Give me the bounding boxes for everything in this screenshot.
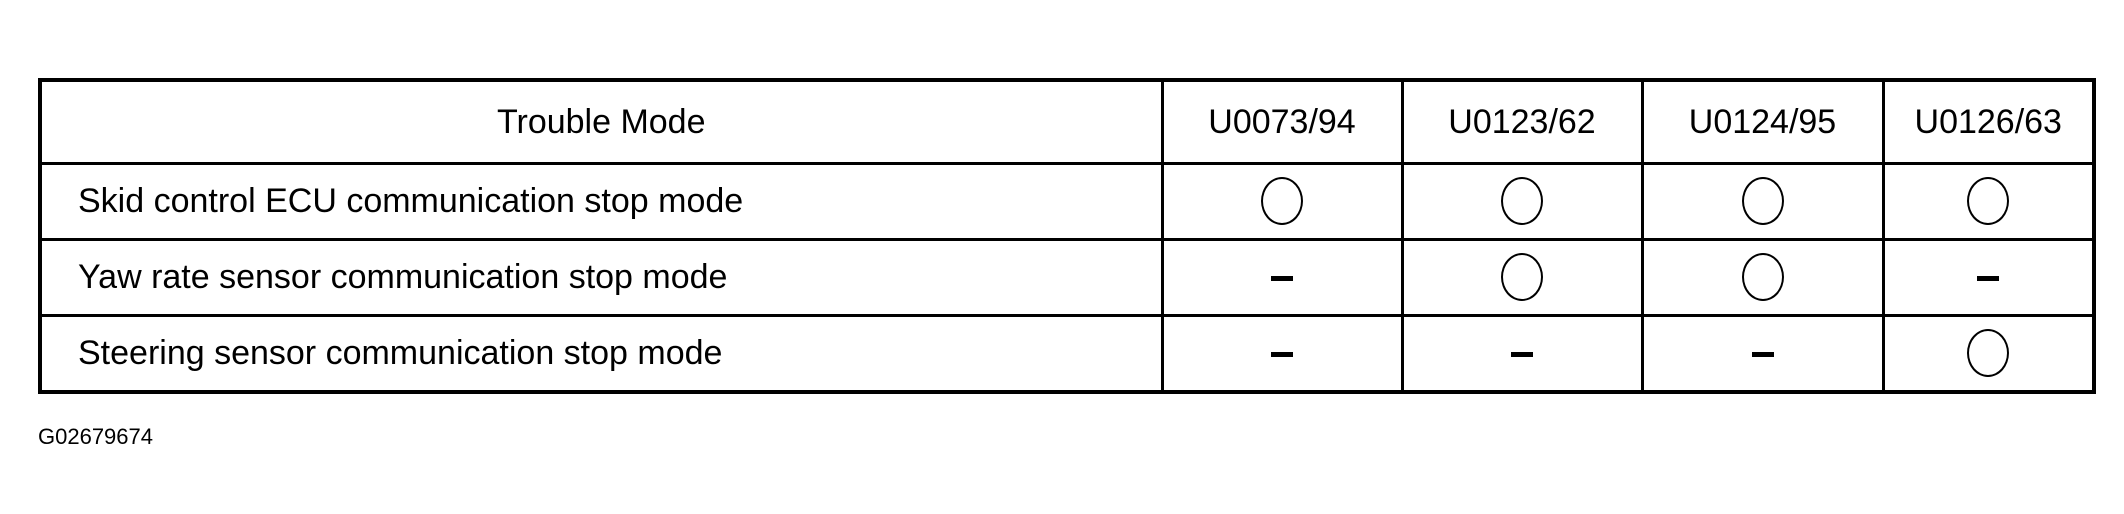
circle-icon xyxy=(1261,177,1303,226)
code-cell xyxy=(1400,237,1644,317)
code-cell xyxy=(1160,313,1404,394)
header-row: Trouble Mode U0073/94 U0123/62 U0124/95 … xyxy=(38,78,2096,165)
code-cell xyxy=(1881,162,2096,241)
code-cell xyxy=(1640,313,1885,394)
trouble-mode-label: Yaw rate sensor communication stop mode xyxy=(38,237,1164,317)
circle-icon xyxy=(1967,177,2010,226)
code-cell xyxy=(1881,237,2096,317)
dash-icon xyxy=(1751,352,1774,358)
circle-icon xyxy=(1501,177,1543,226)
figure-id: G02679674 xyxy=(38,424,153,449)
circle-icon xyxy=(1741,177,1784,226)
header-trouble-mode: Trouble Mode xyxy=(38,78,1164,165)
header-code: U0124/95 xyxy=(1640,78,1885,165)
dash-icon xyxy=(1977,276,2000,282)
table-row: Yaw rate sensor communication stop mode xyxy=(38,237,2096,317)
circle-icon xyxy=(1501,253,1543,302)
code-cell xyxy=(1160,162,1404,241)
trouble-mode-label: Skid control ECU communication stop mode xyxy=(38,162,1164,241)
header-code: U0073/94 xyxy=(1160,78,1404,165)
dash-icon xyxy=(1271,352,1293,358)
header-code: U0126/63 xyxy=(1881,78,2096,165)
trouble-mode-label: Steering sensor communication stop mode xyxy=(38,313,1164,394)
trouble-mode-table: Trouble Mode U0073/94 U0123/62 U0124/95 … xyxy=(38,78,2096,394)
circle-icon xyxy=(1741,253,1784,302)
circle-icon xyxy=(1967,329,2010,378)
code-cell xyxy=(1160,237,1404,317)
code-cell xyxy=(1640,162,1885,241)
header-code: U0123/62 xyxy=(1400,78,1644,165)
code-cell xyxy=(1400,162,1644,241)
code-cell xyxy=(1640,237,1885,317)
table-row: Skid control ECU communication stop mode xyxy=(38,162,2096,241)
dash-icon xyxy=(1271,276,1293,282)
dash-icon xyxy=(1511,352,1533,358)
code-cell xyxy=(1400,313,1644,394)
code-cell xyxy=(1881,313,2096,394)
table-row: Steering sensor communication stop mode xyxy=(38,313,2096,394)
